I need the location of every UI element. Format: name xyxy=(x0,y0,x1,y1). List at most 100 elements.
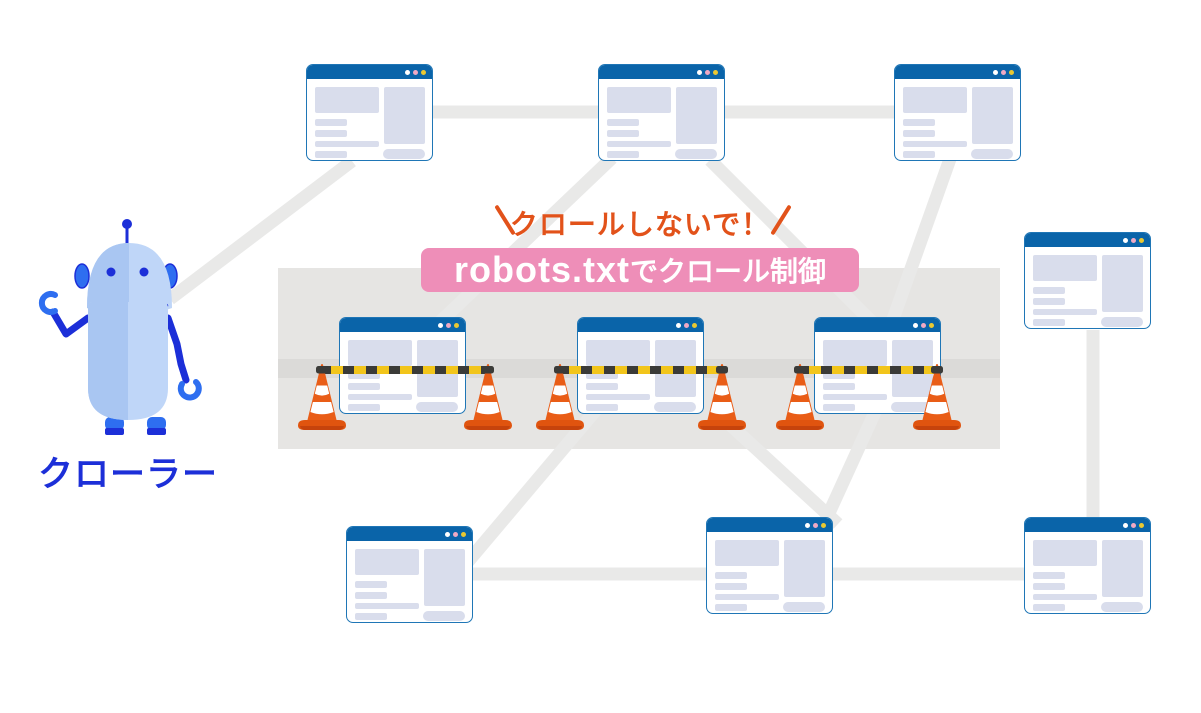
content-line-placeholder xyxy=(715,594,779,600)
content-line-placeholder xyxy=(1033,583,1065,590)
window-dot-yellow-icon xyxy=(1139,237,1144,243)
browser-window-right-middle xyxy=(1024,232,1151,329)
window-dot-yellow-icon xyxy=(929,322,934,328)
window-dot-white-icon xyxy=(438,322,443,328)
banner-jp-text: でクロール制御 xyxy=(629,256,826,287)
blocked-browser-window-blocked-3 xyxy=(814,317,941,414)
content-line-placeholder xyxy=(1033,604,1065,611)
content-button-placeholder xyxy=(971,149,1013,159)
content-line-placeholder xyxy=(1033,319,1065,326)
content-line-placeholder xyxy=(903,141,967,147)
window-dot-white-icon xyxy=(913,322,918,328)
traffic-cone-icon xyxy=(298,364,346,430)
window-content xyxy=(895,79,1020,160)
window-content xyxy=(307,79,432,160)
content-line-placeholder xyxy=(355,581,387,588)
window-titlebar xyxy=(578,318,703,332)
robot-antenna-ball xyxy=(122,219,132,229)
window-dot-pink-icon xyxy=(446,322,451,328)
window-dot-pink-icon xyxy=(1131,522,1136,528)
content-button-placeholder xyxy=(1101,317,1143,327)
content-line-placeholder xyxy=(348,383,380,390)
window-dot-white-icon xyxy=(697,69,702,75)
content-line-placeholder xyxy=(348,394,412,400)
window-titlebar xyxy=(340,318,465,332)
window-dot-white-icon xyxy=(993,69,998,75)
browser-window-bottom-3 xyxy=(1024,517,1151,614)
content-line-placeholder xyxy=(1033,298,1065,305)
content-block-placeholder xyxy=(1033,255,1097,281)
window-dot-pink-icon xyxy=(813,522,818,528)
content-line-placeholder xyxy=(355,613,387,620)
content-line-placeholder xyxy=(348,404,380,411)
window-dot-white-icon xyxy=(445,531,450,537)
window-content xyxy=(1025,247,1150,328)
content-line-placeholder xyxy=(348,372,380,379)
content-line-placeholder xyxy=(715,604,747,611)
blocked-browser-window-blocked-2 xyxy=(577,317,704,414)
content-button-placeholder xyxy=(654,402,696,412)
content-line-placeholder xyxy=(715,572,747,579)
network-link-top-3-blocked-3 xyxy=(885,156,957,325)
traffic-cone-icon xyxy=(464,364,512,430)
robot-right-foot xyxy=(147,417,166,430)
window-titlebar xyxy=(599,65,724,79)
content-sidebar-placeholder xyxy=(676,87,717,144)
content-sidebar-placeholder xyxy=(972,87,1013,144)
window-titlebar xyxy=(1025,233,1150,247)
robot-right-eye xyxy=(139,267,149,277)
network-link-blocked-2-bottom-1 xyxy=(461,405,601,569)
network-link-blocked-3-bottom-2 xyxy=(818,407,882,527)
content-block-placeholder xyxy=(715,540,779,566)
content-line-placeholder xyxy=(355,603,419,609)
content-block-placeholder xyxy=(1033,540,1097,566)
traffic-cone-icon xyxy=(536,364,584,430)
window-dot-yellow-icon xyxy=(821,522,826,528)
content-button-placeholder xyxy=(383,149,425,159)
content-line-placeholder xyxy=(586,383,618,390)
content-line-placeholder xyxy=(315,130,347,137)
content-block-placeholder xyxy=(607,87,671,113)
window-dot-yellow-icon xyxy=(692,322,697,328)
content-button-placeholder xyxy=(675,149,717,159)
crawler-robot-illustration xyxy=(38,219,202,435)
content-line-placeholder xyxy=(315,119,347,126)
blocked-browser-window-blocked-1 xyxy=(339,317,466,414)
network-link-crawler-top-1 xyxy=(166,155,356,305)
window-dot-white-icon xyxy=(1123,522,1128,528)
caution-tape xyxy=(798,366,939,374)
window-content xyxy=(347,541,472,622)
window-dot-pink-icon xyxy=(1131,237,1136,243)
window-dot-pink-icon xyxy=(1001,69,1006,75)
traffic-cone-icon xyxy=(913,364,961,430)
window-titlebar xyxy=(895,65,1020,79)
content-line-placeholder xyxy=(607,151,639,158)
network-link-top-2-blocked-1 xyxy=(435,153,617,327)
content-block-placeholder xyxy=(586,340,650,366)
browser-window-bottom-2 xyxy=(706,517,833,614)
content-block-placeholder xyxy=(348,340,412,366)
content-line-placeholder xyxy=(586,404,618,411)
content-sidebar-placeholder xyxy=(784,540,825,597)
crawler-label: クローラー xyxy=(38,455,219,494)
content-line-placeholder xyxy=(586,372,618,379)
content-block-placeholder xyxy=(315,87,379,113)
content-line-placeholder xyxy=(823,394,887,400)
content-line-placeholder xyxy=(315,151,347,158)
content-line-placeholder xyxy=(903,151,935,158)
window-titlebar xyxy=(815,318,940,332)
content-sidebar-placeholder xyxy=(424,549,465,606)
caution-tape xyxy=(320,366,490,374)
browser-window-top-2 xyxy=(598,64,725,161)
content-button-placeholder xyxy=(423,611,465,621)
window-dot-white-icon xyxy=(405,69,410,75)
window-dot-white-icon xyxy=(805,522,810,528)
content-line-placeholder xyxy=(823,372,855,379)
content-line-placeholder xyxy=(607,130,639,137)
window-dot-pink-icon xyxy=(921,322,926,328)
content-line-placeholder xyxy=(1033,287,1065,294)
window-dot-yellow-icon xyxy=(1009,69,1014,75)
content-block-placeholder xyxy=(823,340,887,366)
content-button-placeholder xyxy=(1101,602,1143,612)
